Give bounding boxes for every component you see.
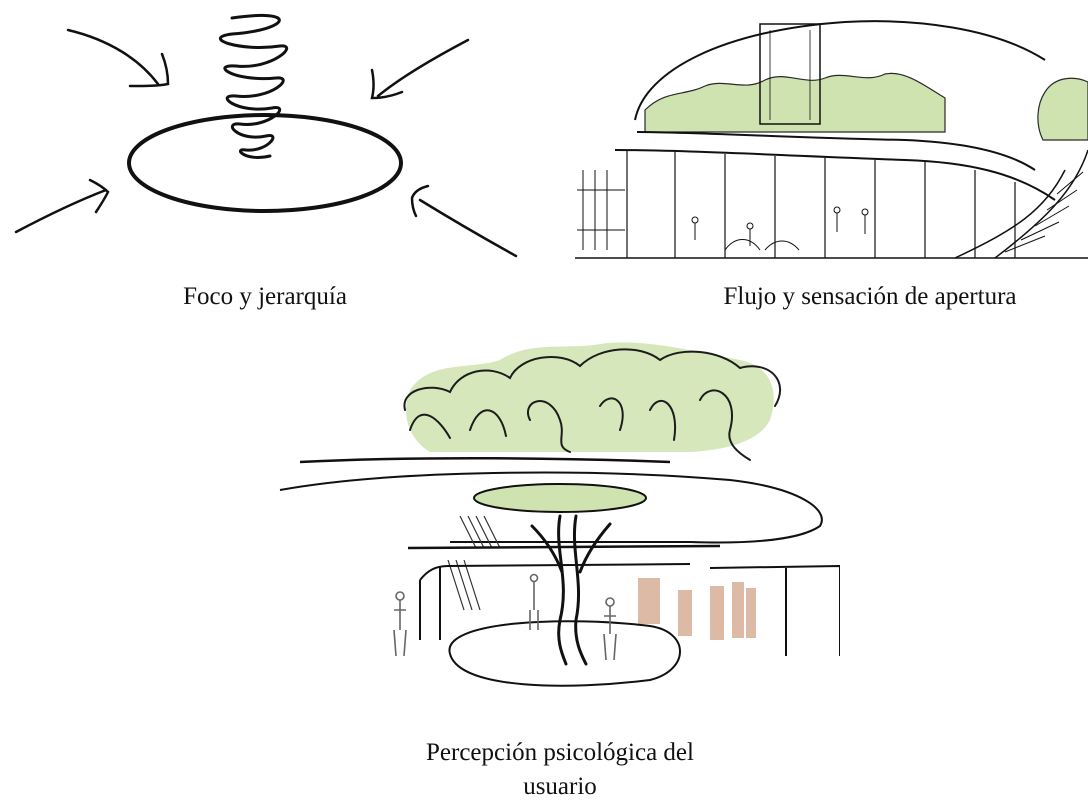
focus-sketch-svg [14, 13, 518, 258]
roof-band-top [636, 131, 1036, 171]
caption-perception: Percepción psicológica del usuario [380, 736, 740, 804]
planter [448, 620, 681, 687]
roof-band-bottom [614, 149, 1056, 201]
tree-canopy-oval [473, 483, 647, 513]
flow-sketch [575, 0, 1088, 265]
left-fence [577, 170, 625, 250]
arrow-bottom-right [410, 184, 518, 258]
roof-outer-arc [634, 20, 1046, 121]
caption-perception-line2: usuario [523, 773, 597, 800]
people-figures [393, 573, 617, 661]
right-tree-foliage [1037, 77, 1088, 141]
roof-vegetation [644, 72, 946, 133]
arrow-bottom-left [14, 178, 110, 234]
facade-mullions [626, 150, 1016, 258]
ceiling-hatch [447, 515, 501, 611]
caption-flow: Flujo y sensación de apertura [723, 283, 1017, 310]
slab-curve [279, 471, 823, 544]
arrow-top-right [370, 38, 470, 100]
terracotta-panels [638, 578, 756, 640]
perception-sketch [270, 320, 840, 700]
right-wall [709, 564, 840, 656]
lower-beam [407, 544, 721, 550]
ramp-steps [1004, 171, 1084, 253]
caption-focus: Foco y jerarquía [183, 283, 347, 310]
canopy-outline [403, 348, 781, 461]
upper-slab [299, 456, 671, 464]
left-wall [419, 563, 691, 640]
spiral-stroke [218, 13, 289, 159]
arrow-top-left [66, 28, 170, 88]
tower [759, 23, 821, 125]
flow-sketch-svg [575, 20, 1088, 259]
canopy-wash [406, 342, 774, 452]
focus-sketch [0, 0, 530, 270]
perception-sketch-svg [279, 342, 840, 687]
ramp-outline-inner [954, 169, 1066, 259]
focus-ellipse [127, 113, 403, 213]
tree-trunk [530, 514, 612, 666]
people-figures [691, 206, 869, 251]
caption-perception-line1: Percepción psicológica del [426, 739, 694, 766]
